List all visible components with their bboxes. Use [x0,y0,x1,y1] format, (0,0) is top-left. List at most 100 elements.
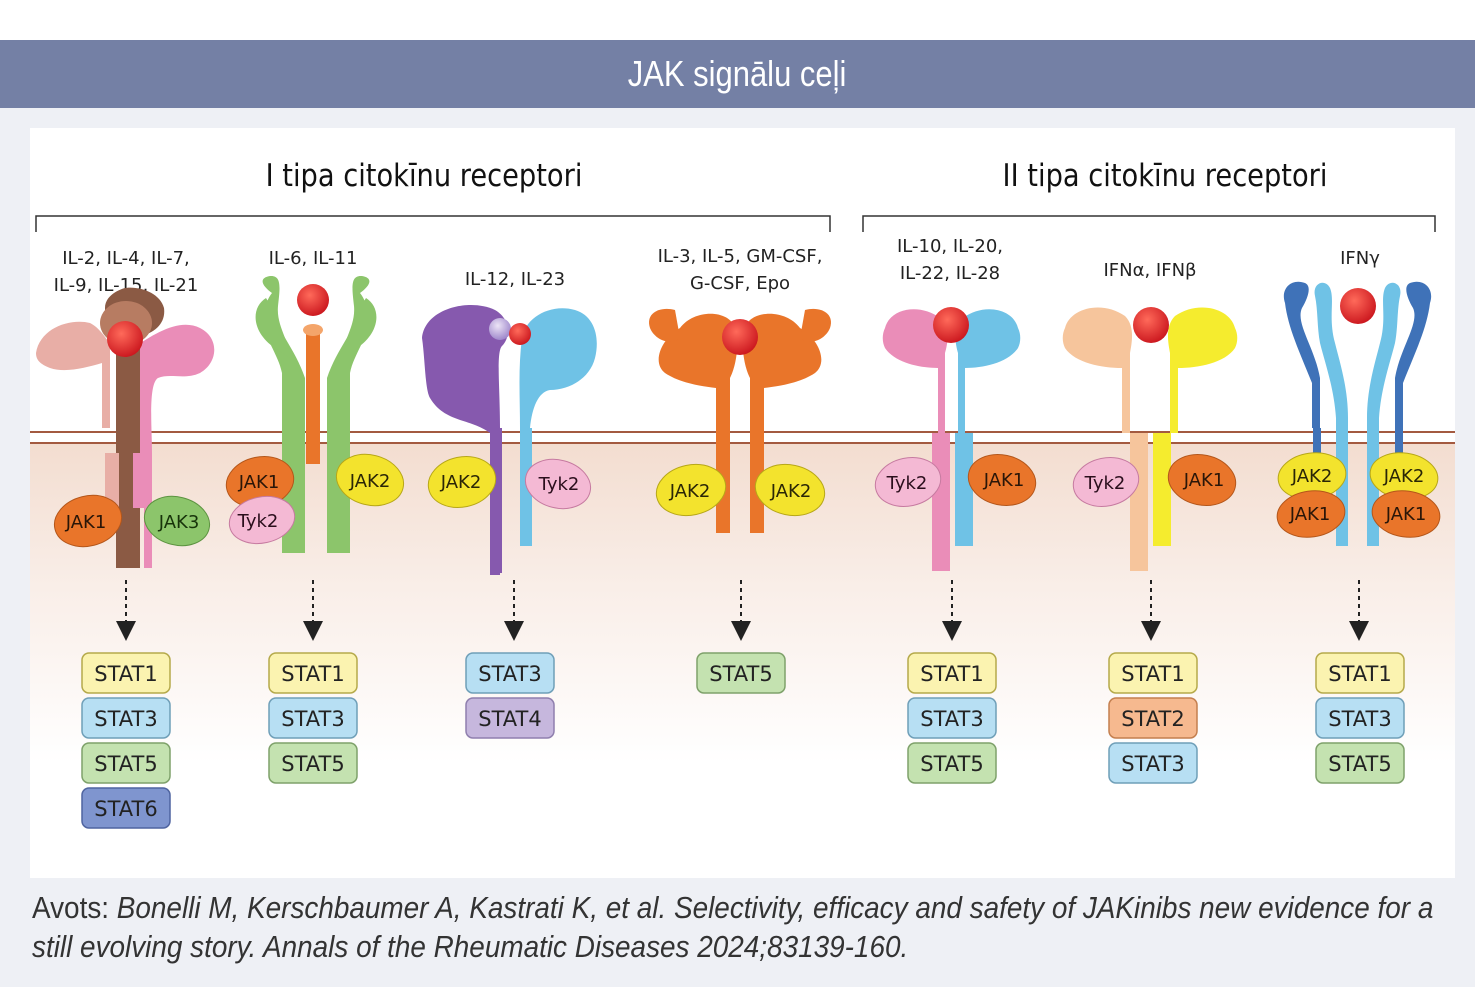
stat-label: STAT1 [920,662,983,686]
stat-label: STAT3 [94,707,157,731]
stat-label: STAT4 [478,707,541,731]
ligand-ball [933,307,969,343]
ligand-label: IL-12, IL-23 [465,269,565,290]
kinase-tyk2: Tyk2 [1072,457,1140,507]
kinase-jak2: JAK2 [1277,452,1347,500]
kinase-jak1: JAK1 [225,456,295,508]
ligand-label: G-CSF, Epo [690,273,790,294]
ligand-label: IFNα, IFNβ [1103,260,1196,281]
kinase-label: JAK2 [1291,466,1333,487]
stat-box-stat3: STAT3 [81,697,171,739]
receptor-chain-blue [519,308,597,546]
stat-box-stat5: STAT5 [268,742,358,784]
stat-label: STAT2 [1121,707,1184,731]
group-bracket-type2 [862,215,1436,232]
kinase-label: JAK2 [669,481,711,502]
group-bracket-type1 [35,215,831,232]
page-title-bar: JAK signālu ceļi [0,40,1475,108]
kinase-blob [754,463,826,517]
stat-boxes: STAT1STAT3STAT5STAT6STAT1STAT3STAT5STAT3… [81,652,1405,829]
receptor-stalk [490,428,502,573]
receptor-wing [800,308,831,342]
receptor-stalk [105,453,119,508]
ligand-label: IL-3, IL-5, GM-CSF, [658,246,823,267]
kinase-blob [655,463,727,517]
stat-box-bg [1315,652,1405,694]
stat-box-stat1: STAT1 [1315,652,1405,694]
stat-box-stat3: STAT3 [907,697,997,739]
kinase-label: JAK1 [238,472,280,493]
stat-box-stat3: STAT3 [465,652,555,694]
stat-label: STAT1 [281,662,344,686]
kinase-blob [53,494,123,548]
receptor-il12-family [422,305,597,575]
stat-box-bg [465,652,555,694]
ligand-label: IL-9, IL-15, IL-21 [54,275,199,296]
receptor-stalk [1395,428,1403,468]
kinase-blob [1371,490,1441,538]
diagram-panel: I tipa citokīnu receptori II tipa citokī… [30,128,1455,878]
stat-label: STAT3 [1121,752,1184,776]
stat-box-stat6: STAT6 [81,787,171,829]
ligand-ball [297,284,329,316]
receptor-stalk [133,453,151,508]
receptor-alpha-cap [303,324,323,336]
kinase-label: Tyk2 [1084,473,1126,494]
kinase-label: JAK2 [770,481,812,502]
ligand-ball [107,321,143,357]
kinase-tyk2: Tyk2 [524,458,592,510]
receptor-stalk [955,433,973,546]
stat-label: STAT5 [94,752,157,776]
page-title: JAK signālu ceļi [628,53,847,94]
stat-box-stat5: STAT5 [907,742,997,784]
receptor-chain-gp130-left [255,298,305,553]
stat-label: STAT1 [1121,662,1184,686]
stat-box-bg [1315,697,1405,739]
stat-box-stat1: STAT1 [81,652,171,694]
kinase-jak1: JAK1 [53,494,123,548]
kinase-jak3: JAK3 [143,495,211,547]
receptor-chain-dark-blue [1395,281,1432,428]
ligand-ball-small [509,323,531,345]
source-text: Bonelli M, Kerschbaumer A, Kastrati K, e… [32,890,1434,964]
stat-box-stat1: STAT1 [268,652,358,694]
stat-box-bg [1108,697,1198,739]
receptor-stalk [520,428,532,546]
kinase-jak2: JAK2 [335,453,405,507]
receptor-il2-family [36,287,215,568]
kinase-jak1: JAK1 [967,454,1037,506]
stat-box-bg [81,787,171,829]
kinase-label: JAK1 [1385,504,1427,525]
receptor-chain-pink [882,309,948,433]
stat-box-bg [907,697,997,739]
ligand-label: IL-22, IL-28 [900,263,1000,284]
ligand-label: IL-2, IL-4, IL-7, [62,248,190,269]
receptor-chain-purple [422,305,508,575]
stat-label: STAT3 [1328,707,1391,731]
ligand-ball [1340,288,1376,324]
stat-box-bg [1108,652,1198,694]
kinase-label: JAK1 [983,470,1025,491]
stat-label: STAT5 [920,752,983,776]
receptor-chain-gp130-right [327,298,377,553]
receptor-chain-dark-blue [1283,281,1320,428]
source-citation: Avots: Bonelli M, Kerschbaumer A, Kastra… [32,888,1452,966]
ligand-label: IFNγ [1340,248,1380,269]
stat-box-stat3: STAT3 [1315,697,1405,739]
stat-box-stat2: STAT2 [1108,697,1198,739]
kinase-jak1: JAK1 [1276,490,1346,538]
stat-box-stat3: STAT3 [1108,742,1198,784]
kinase-jak2: JAK2 [655,463,727,517]
group-label-type1: I tipa citokīnu receptori [266,157,583,193]
receptor-alpha-chain [306,330,320,464]
receptor-ifn-alpha-beta [1062,307,1238,571]
receptor-wing [649,308,680,342]
kinase-blob [874,457,942,507]
kinase-blob [967,454,1037,506]
stat-box-bg [268,652,358,694]
stat-label: STAT5 [281,752,344,776]
kinase-blob [427,456,497,508]
kinase-label: Tyk2 [237,511,279,532]
stat-box-bg [268,742,358,784]
kinase-jak1: JAK1 [1167,454,1237,506]
